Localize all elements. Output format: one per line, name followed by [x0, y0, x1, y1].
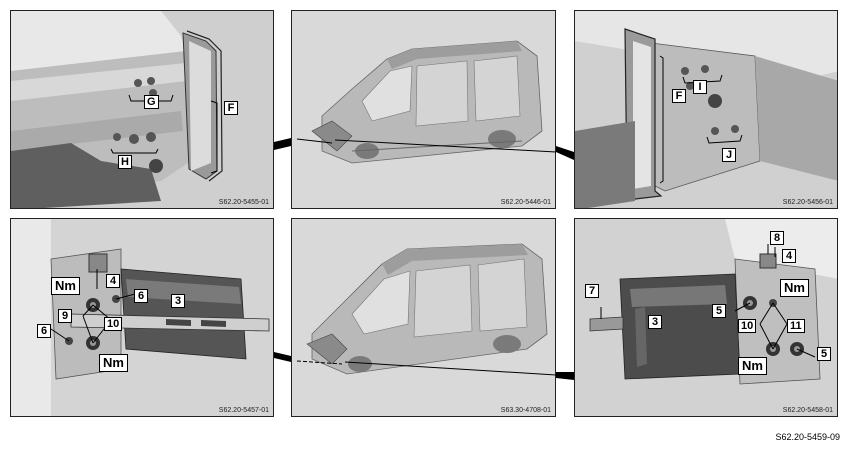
torque-spec-box-lower: Nm — [738, 357, 767, 375]
callout-f: F — [672, 89, 686, 103]
callout-10: 10 — [104, 317, 123, 331]
frame-rail-bracket-illustration — [575, 11, 837, 208]
panel-top-left: G H F S62.20-5455-01 — [10, 10, 274, 209]
callout-5-lower: 5 — [817, 347, 831, 361]
callout-f: F — [224, 101, 238, 115]
callout-3: 3 — [648, 315, 662, 329]
callout-6-lower: 6 — [37, 324, 51, 338]
van-body-shell-illustration — [292, 11, 555, 208]
torque-spec-box-upper: Nm — [51, 277, 80, 295]
callout-8: 8 — [770, 231, 784, 245]
torque-spec-box-upper: Nm — [780, 279, 809, 297]
panel-bottom-right: 8 4 Nm 7 5 3 10 11 5 Nm S62.20-5458-01 — [574, 218, 838, 417]
panel-code: S62.20-5446-01 — [500, 199, 551, 206]
van-body-shell-illustration-2 — [292, 219, 555, 416]
callout-7: 7 — [585, 284, 599, 298]
callout-4: 4 — [106, 274, 120, 288]
callout-9: 9 — [58, 309, 72, 323]
frame-rail-front-illustration — [11, 11, 273, 208]
torque-spec-box-lower: Nm — [99, 354, 128, 372]
callout-j: J — [722, 148, 736, 162]
callout-5-upper: 5 — [712, 304, 726, 318]
callout-11: 11 — [787, 319, 805, 333]
panel-code: S62.20-5458-01 — [782, 407, 833, 414]
panel-code: S62.20-5456-01 — [782, 199, 833, 206]
callout-10: 10 — [738, 319, 757, 333]
panel-top-middle: S62.20-5446-01 — [291, 10, 556, 209]
callout-h: H — [118, 155, 132, 169]
panel-code: S62.20-5455-01 — [218, 199, 269, 206]
panel-top-right: I J F S62.20-5456-01 — [574, 10, 838, 209]
panel-code: S62.20-5457-01 — [218, 407, 269, 414]
figure-code: S62.20-5459-09 — [775, 432, 840, 442]
panel-code: S63.30-4708-01 — [500, 407, 551, 414]
panel-bottom-left: Nm Nm 4 6 3 9 10 6 S62.20-5457-01 — [10, 218, 274, 417]
callout-3: 3 — [171, 294, 185, 308]
callout-g: G — [144, 95, 159, 109]
panel-bottom-middle: S63.30-4708-01 — [291, 218, 556, 417]
callout-6-upper: 6 — [134, 289, 148, 303]
callout-4: 4 — [782, 249, 796, 263]
callout-i: I — [693, 80, 707, 94]
